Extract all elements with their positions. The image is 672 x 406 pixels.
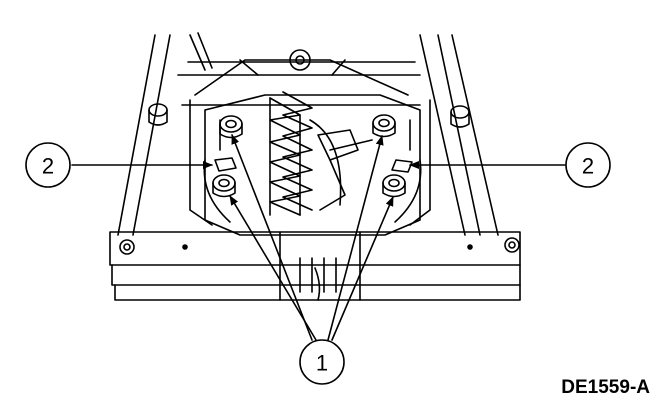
- cross-member: [109, 231, 521, 301]
- callout-1-label: 1: [316, 351, 328, 376]
- callout-2-right-label: 2: [582, 154, 594, 179]
- callout-2-left: 2: [25, 142, 71, 188]
- frame-studs: [148, 49, 470, 128]
- support-frame: [117, 34, 499, 236]
- callout-2-right: 2: [565, 142, 611, 188]
- adjuster-locks: [214, 157, 413, 173]
- callout-2-left-label: 2: [42, 154, 54, 179]
- ring-gear: [269, 91, 373, 216]
- figure-code: DE1559-A: [561, 377, 650, 398]
- callout-leaders: [71, 134, 566, 341]
- vent-tube: [189, 32, 321, 301]
- bearing-cap-bolts: [212, 114, 406, 198]
- callout-1: 1: [299, 339, 345, 385]
